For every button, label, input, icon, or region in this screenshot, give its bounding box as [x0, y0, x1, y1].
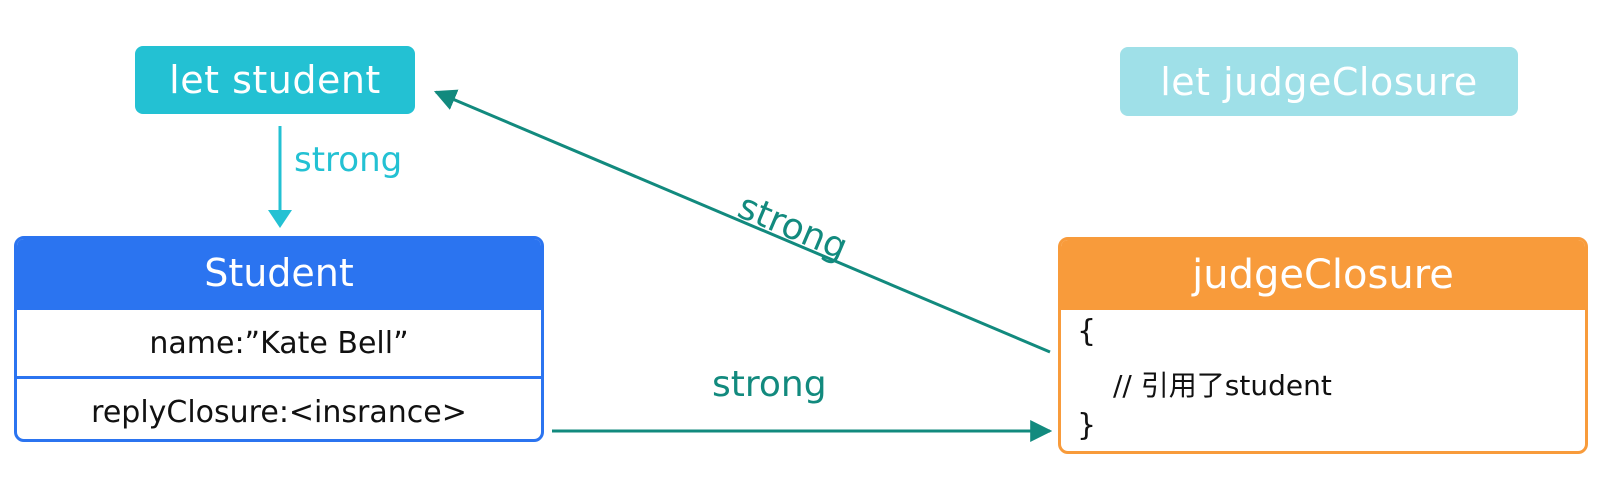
variable-let-student: let student: [135, 46, 415, 114]
edge-closure-to-student-var: [433, 89, 1051, 354]
student-object-title: Student: [17, 239, 541, 307]
variable-let-judge-closure: let judgeClosure: [1120, 47, 1518, 116]
open-brace: {: [1077, 314, 1097, 349]
edge-label-student-var: strong: [294, 140, 403, 180]
edge-student-var-arrowhead: [268, 210, 292, 228]
judge-closure-code: { // 引用了student }: [1061, 310, 1585, 450]
student-object-box: Student name:”Kate Bell” replyClosure:<i…: [14, 236, 544, 442]
student-name-row: name:”Kate Bell”: [17, 307, 541, 376]
close-brace: }: [1077, 408, 1097, 443]
judge-closure-box: judgeClosure { // 引用了student }: [1058, 237, 1588, 454]
student-reply-closure-row: replyClosure:<insrance>: [17, 376, 541, 439]
edge-label-reply-to-closure: strong: [712, 364, 827, 405]
judge-closure-title: judgeClosure: [1061, 240, 1585, 310]
code-comment: // 引用了student: [1113, 369, 1332, 402]
